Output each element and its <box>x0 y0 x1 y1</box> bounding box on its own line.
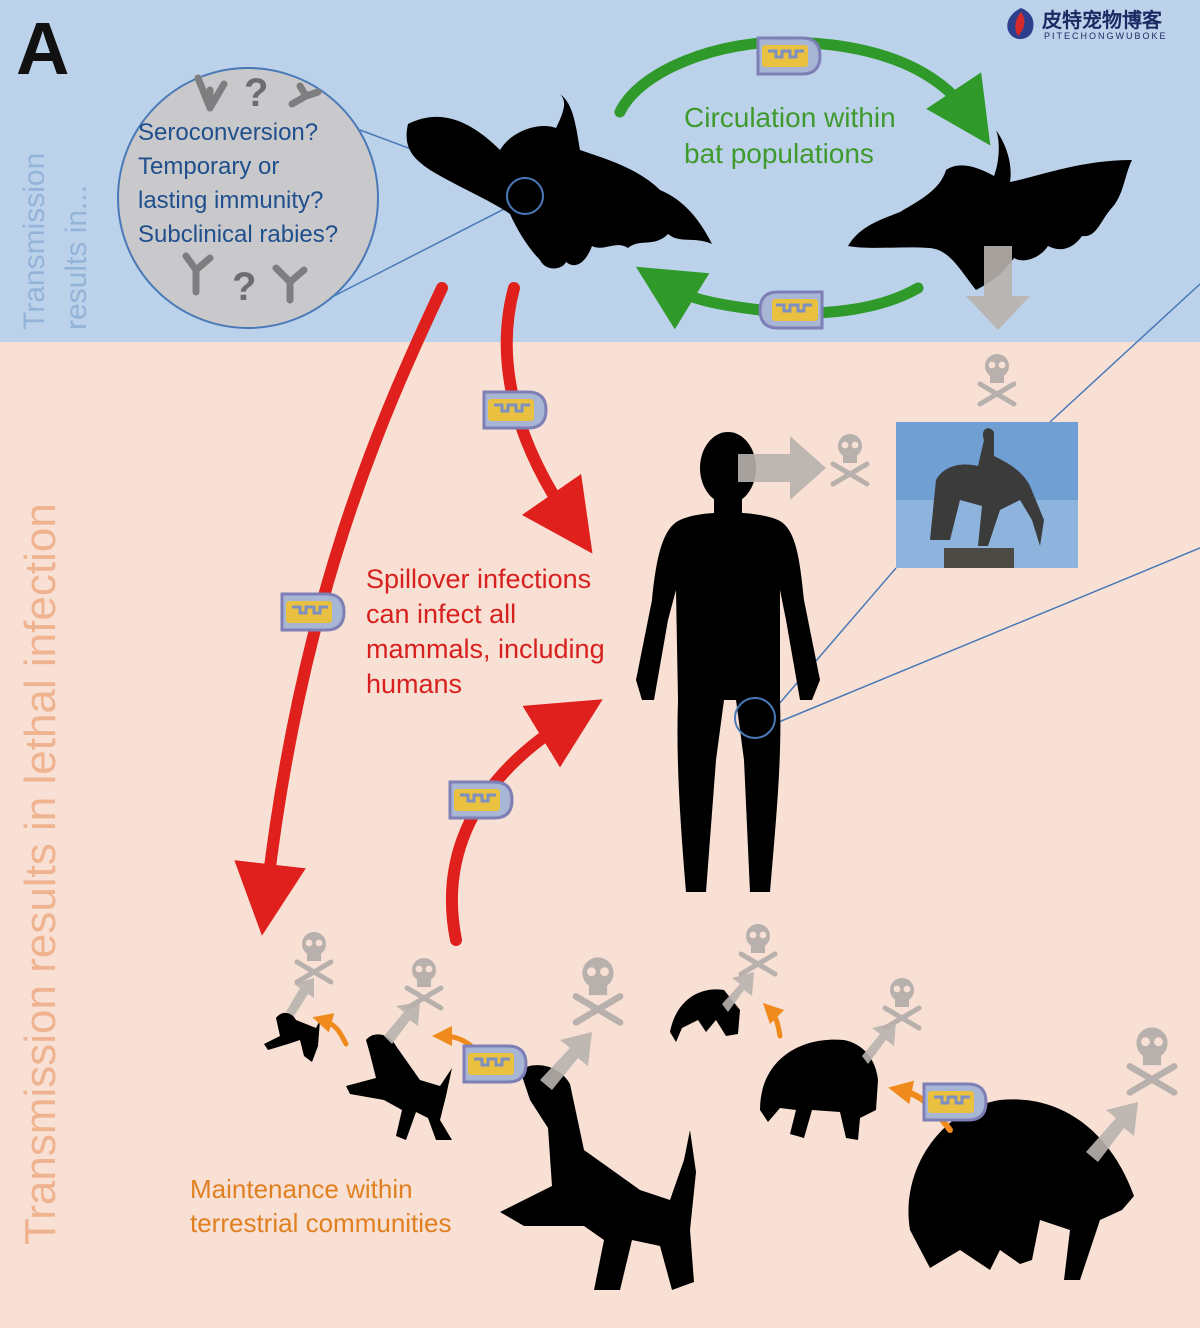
side-label-top-line2: results in... <box>60 184 93 330</box>
immunity-questions: Seroconversion? Temporary or lasting imm… <box>138 116 338 252</box>
spillover-label: Spillover infections can infect all mamm… <box>366 562 605 702</box>
spillover-label-line: mammals, including <box>366 634 605 664</box>
gray-arrow-right <box>738 436 826 500</box>
spillover-label-line: can infect all <box>366 599 517 629</box>
bat-silhouette-right <box>848 130 1132 290</box>
antibody-icon <box>182 74 322 304</box>
question-line: Seroconversion? <box>138 119 319 146</box>
skull-crossbones-icon <box>297 932 331 982</box>
question-mark-icon: ? <box>232 265 256 309</box>
human-silhouette <box>636 432 820 892</box>
skull-crossbones-icon <box>885 978 919 1028</box>
side-label-top-line1: Transmission <box>18 152 51 330</box>
virus-icon <box>448 780 514 820</box>
question-line: lasting immunity? <box>138 187 324 214</box>
dog-silhouette-small <box>264 1012 320 1062</box>
maintenance-label-line: Maintenance within <box>190 1174 413 1204</box>
raccoon-silhouette-small <box>670 989 740 1042</box>
spillover-label-line: Spillover infections <box>366 564 592 594</box>
gray-arrow-up <box>286 972 1138 1162</box>
statue-photo <box>896 422 1078 568</box>
watermark-logo-icon <box>1007 8 1034 40</box>
circulation-label: Circulation within bat populations <box>684 100 896 172</box>
virus-icon <box>482 390 548 430</box>
circulation-label-line: Circulation within <box>684 102 896 133</box>
dog-silhouette-large <box>500 1065 696 1290</box>
spillover-label-line: humans <box>366 669 463 699</box>
orange-transmission-arrow <box>762 1002 785 1039</box>
question-line: Subclinical rabies? <box>138 221 339 248</box>
raccoon-silhouette-large <box>908 1099 1134 1280</box>
skull-crossbones-icon <box>1130 1027 1174 1092</box>
red-spillover-arrow <box>445 699 603 946</box>
gray-arrow-down <box>966 246 1030 330</box>
raccoon-silhouette-medium <box>760 1039 878 1140</box>
watermark-title: 皮特宠物博客 <box>1042 8 1162 32</box>
virus-icon <box>462 1044 528 1084</box>
orange-transmission-arrow <box>312 1013 349 1047</box>
skull-crossbones-icon <box>407 958 441 1008</box>
side-label-bottom: Transmission results in lethal infection <box>16 503 65 1245</box>
skull-crossbones-icon <box>980 354 1014 404</box>
dog-silhouette-medium <box>346 1034 452 1140</box>
red-spillover-arrow <box>234 282 448 936</box>
red-spillover-arrow <box>500 282 593 554</box>
circulation-label-line: bat populations <box>684 138 874 169</box>
question-line: Temporary or <box>138 153 280 180</box>
panel-label: A <box>16 7 70 90</box>
skull-crossbones-icon <box>741 924 775 974</box>
virus-icon <box>756 36 822 76</box>
virus-icon <box>280 592 346 632</box>
maintenance-label-line: terrestrial communities <box>190 1208 452 1238</box>
virus-icon <box>922 1082 988 1122</box>
skull-crossbones-icon <box>833 434 867 484</box>
magnifier-circle: ? ? <box>117 67 511 329</box>
bat-silhouette-left <box>406 94 712 269</box>
skull-crossbones-icon <box>576 957 620 1022</box>
watermark-subtitle: PITECHONGWUBOKE <box>1044 31 1168 41</box>
maintenance-label: Maintenance within terrestrial communiti… <box>190 1172 452 1240</box>
watermark: 皮特宠物博客 PITECHONGWUBOKE <box>1004 4 1194 44</box>
question-mark-icon: ? <box>244 71 268 115</box>
virus-icon <box>758 290 824 330</box>
